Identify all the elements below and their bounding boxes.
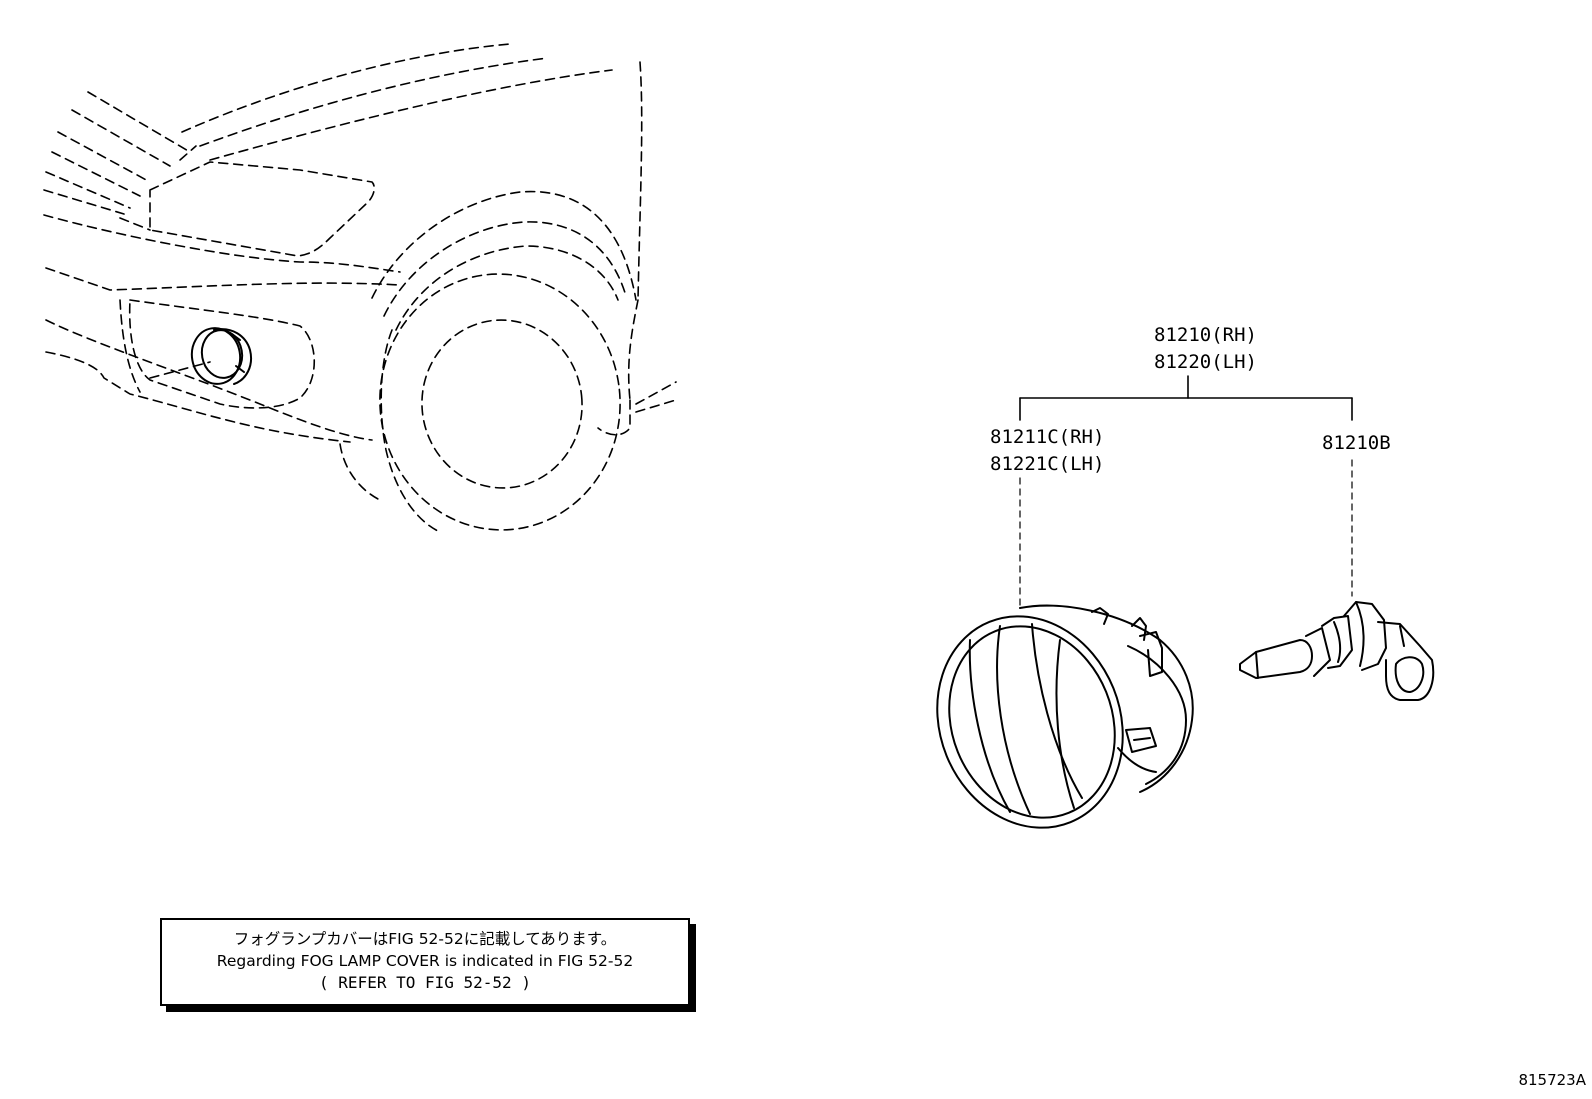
front-tire [379,273,621,533]
fog-lamp-unit [936,604,1194,829]
vehicle-front-view [43,43,677,501]
callout-lamp-unit: 81211C(RH) 81221C(LH) [990,424,1104,478]
callout-assembly: 81210(RH) 81220(LH) [1154,322,1257,376]
reference-note: フォグランプカバーはFIG 52-52に記載してあります。 Regarding … [160,918,690,1006]
note-english: Regarding FOG LAMP COVER is indicated in… [216,952,634,970]
callout-assembly-lh: 81220(LH) [1154,351,1257,373]
callout-assembly-rh: 81210(RH) [1154,324,1257,346]
note-japanese: フォグランプカバーはFIG 52-52に記載してあります。 [233,930,617,948]
leader-lines [1019,375,1353,421]
callout-bulb-number: 81210B [1322,432,1391,454]
figure-id: 815723A [1518,1071,1586,1089]
callout-lamp-unit-rh: 81211C(RH) [990,426,1105,448]
callout-bulb: 81210B [1322,430,1391,457]
leader-lines-dashed [1019,459,1353,609]
callout-lamp-unit-lh: 81221C(LH) [990,453,1105,475]
fog-lamp-on-vehicle [190,327,252,385]
note-reference: ( REFER TO FIG 52-52 ) [319,973,531,992]
fog-lamp-bulb [1239,601,1435,701]
